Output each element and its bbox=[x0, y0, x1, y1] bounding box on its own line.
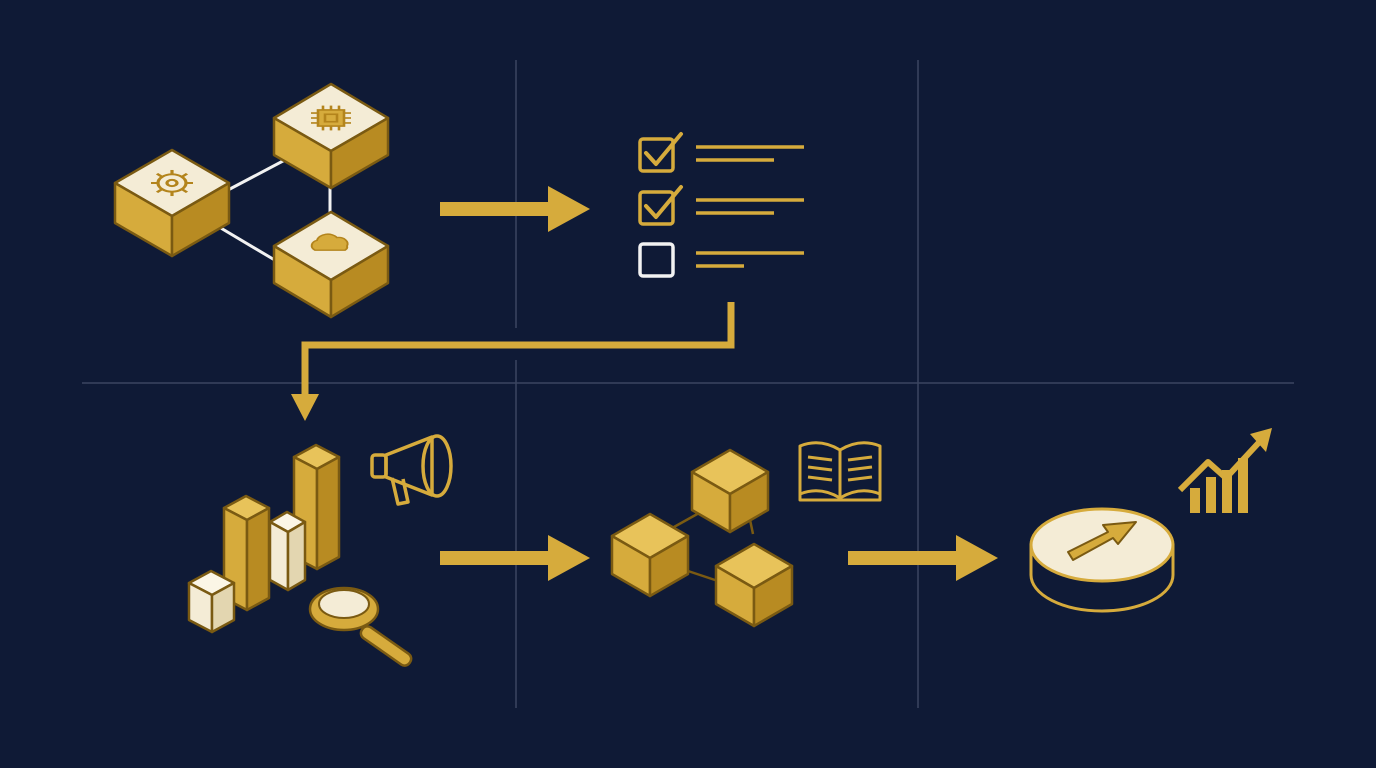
chip-block bbox=[272, 82, 390, 190]
checkbox-empty-icon bbox=[638, 242, 675, 278]
arrow-modules-to-checklist bbox=[440, 186, 590, 232]
growth-chart-icon bbox=[1177, 428, 1272, 513]
arrow-disc-icon bbox=[1029, 507, 1175, 613]
arrow-analytics-to-network bbox=[440, 535, 590, 581]
node-knowledge-network bbox=[610, 441, 882, 628]
grid-lines bbox=[82, 60, 1294, 708]
chip-icon bbox=[311, 105, 351, 131]
arrow-network-to-outcome bbox=[848, 535, 998, 581]
cloud-block bbox=[272, 210, 390, 319]
gear-icon bbox=[151, 169, 193, 197]
checkbox-checked-icon bbox=[638, 137, 675, 173]
node-connected-modules bbox=[113, 82, 390, 319]
magnifier-icon bbox=[308, 586, 413, 667]
network-cube-right bbox=[714, 542, 794, 628]
megaphone-icon bbox=[370, 434, 453, 506]
bar-chart-icon bbox=[187, 443, 341, 634]
node-growth-outcome bbox=[1029, 428, 1272, 613]
arrow-checklist-to-analytics bbox=[291, 302, 735, 421]
gear-block bbox=[113, 148, 231, 258]
checkbox-checked-icon bbox=[638, 190, 675, 226]
node-checklist bbox=[638, 132, 804, 278]
book-icon bbox=[798, 441, 882, 502]
cloud-icon bbox=[310, 233, 349, 251]
checklist-item-2 bbox=[638, 185, 804, 226]
network-cube-top bbox=[690, 448, 770, 534]
checklist-item-3 bbox=[638, 242, 804, 278]
checklist-item-1 bbox=[638, 132, 804, 173]
node-analytics bbox=[187, 434, 453, 667]
